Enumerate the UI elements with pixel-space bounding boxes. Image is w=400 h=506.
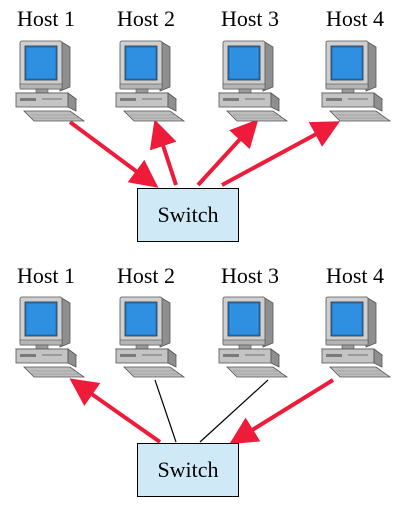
- host-4-label: Host 4: [325, 263, 385, 288]
- switched-diagram: Host 1 Host 2 Host 3 Host 4: [0, 253, 400, 506]
- links-layer: [68, 119, 341, 188]
- computer-icon: [213, 35, 293, 125]
- computer-icon: [316, 291, 396, 381]
- host-1-label: Host 1: [16, 263, 76, 288]
- host-3-label: Host 3: [220, 263, 280, 288]
- link-line-host3: [199, 379, 269, 443]
- switch-box: Switch: [137, 188, 239, 242]
- computer-icon: [10, 291, 90, 381]
- computer-icon: [316, 35, 396, 125]
- host-2-label: Host 2: [116, 263, 176, 288]
- link-line-host2: [154, 379, 177, 443]
- link-arrow-host2: [149, 119, 178, 186]
- link-arrow-host3: [196, 119, 259, 187]
- link-arrow-host1: [69, 378, 162, 444]
- switch-label: Switch: [157, 457, 219, 482]
- host-2-label: Host 2: [116, 6, 176, 31]
- computer-icon: [110, 35, 190, 125]
- switch-box: Switch: [137, 443, 239, 497]
- computer-icon: [10, 35, 90, 125]
- link-arrow-host4: [221, 121, 341, 187]
- broadcast-diagram: Host 1 Host 2 Host 3 Host 4: [10, 6, 396, 242]
- host-3-label: Host 3: [220, 6, 280, 31]
- link-arrow-host4: [229, 378, 335, 445]
- link-arrow-host1: [68, 120, 159, 188]
- computer-icon: [110, 291, 190, 381]
- host-1-label: Host 1: [16, 6, 76, 31]
- switch-label: Switch: [157, 202, 219, 227]
- links-layer: [69, 378, 335, 445]
- host-4-label: Host 4: [325, 6, 385, 31]
- computer-icon: [213, 291, 293, 381]
